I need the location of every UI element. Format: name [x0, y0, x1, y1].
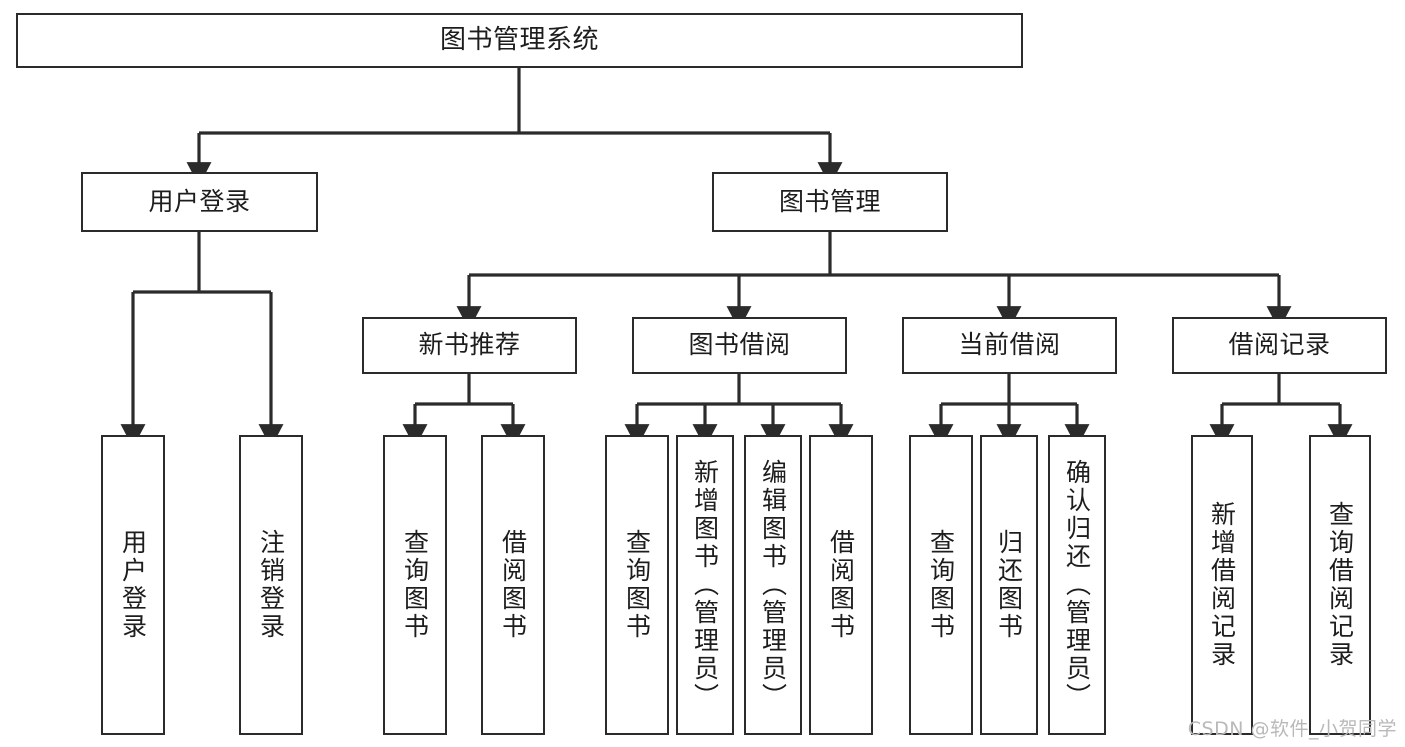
- node-label: 查询图书: [622, 529, 652, 641]
- leaf-current-borrow-return-book[interactable]: 归还图书: [980, 435, 1038, 735]
- leaf-book-borrow-borrow-book[interactable]: 借阅图书: [809, 435, 873, 735]
- node-label: 新书推荐: [418, 330, 521, 360]
- node-book-management[interactable]: 图书管理: [712, 172, 948, 232]
- leaf-new-book-query-book[interactable]: 查询图书: [383, 435, 447, 735]
- leaf-current-borrow-query-book[interactable]: 查询图书: [909, 435, 973, 735]
- node-label: 当前借阅: [958, 330, 1061, 360]
- node-label: 借阅记录: [1228, 330, 1331, 360]
- leaf-book-borrow-add-book-admin[interactable]: 新增图书（管理员）: [676, 435, 734, 735]
- leaf-book-borrow-edit-book-admin[interactable]: 编辑图书（管理员）: [744, 435, 802, 735]
- leaf-user-login-logout[interactable]: 注销登录: [239, 435, 303, 735]
- node-label: 新增图书（管理员）: [690, 459, 720, 711]
- node-label: 编辑图书（管理员）: [758, 459, 788, 711]
- node-label: 图书管理系统: [439, 24, 599, 55]
- node-label: 新增借阅记录: [1207, 501, 1237, 669]
- node-borrow-record[interactable]: 借阅记录: [1172, 317, 1387, 374]
- leaf-borrow-record-add-record[interactable]: 新增借阅记录: [1191, 435, 1253, 735]
- node-label: 查询图书: [400, 529, 430, 641]
- leaf-new-book-borrow-book[interactable]: 借阅图书: [481, 435, 545, 735]
- node-book-borrow[interactable]: 图书借阅: [632, 317, 847, 374]
- node-label: 图书借阅: [688, 330, 791, 360]
- leaf-borrow-record-query-record[interactable]: 查询借阅记录: [1309, 435, 1371, 735]
- csdn-watermark: CSDN @软件_小贺同学: [1187, 718, 1397, 740]
- leaf-current-borrow-confirm-return-admin[interactable]: 确认归还（管理员）: [1048, 435, 1106, 735]
- node-label: 用户登录: [118, 529, 148, 641]
- node-label: 查询借阅记录: [1325, 501, 1355, 669]
- node-label: 查询图书: [926, 529, 956, 641]
- leaf-user-login-login[interactable]: 用户登录: [101, 435, 165, 735]
- node-label: 借阅图书: [498, 529, 528, 641]
- node-current-borrow[interactable]: 当前借阅: [902, 317, 1117, 374]
- node-label: 归还图书: [994, 529, 1024, 641]
- node-label: 用户登录: [148, 186, 251, 216]
- node-label: 图书管理: [778, 186, 881, 216]
- node-label: 确认归还（管理员）: [1062, 459, 1092, 711]
- node-root-book-management-system[interactable]: 图书管理系统: [16, 13, 1023, 68]
- node-user-login[interactable]: 用户登录: [81, 172, 318, 232]
- node-label: 注销登录: [256, 529, 286, 641]
- node-label: 借阅图书: [826, 529, 856, 641]
- leaf-book-borrow-query-book[interactable]: 查询图书: [605, 435, 669, 735]
- node-new-book-recommend[interactable]: 新书推荐: [362, 317, 577, 374]
